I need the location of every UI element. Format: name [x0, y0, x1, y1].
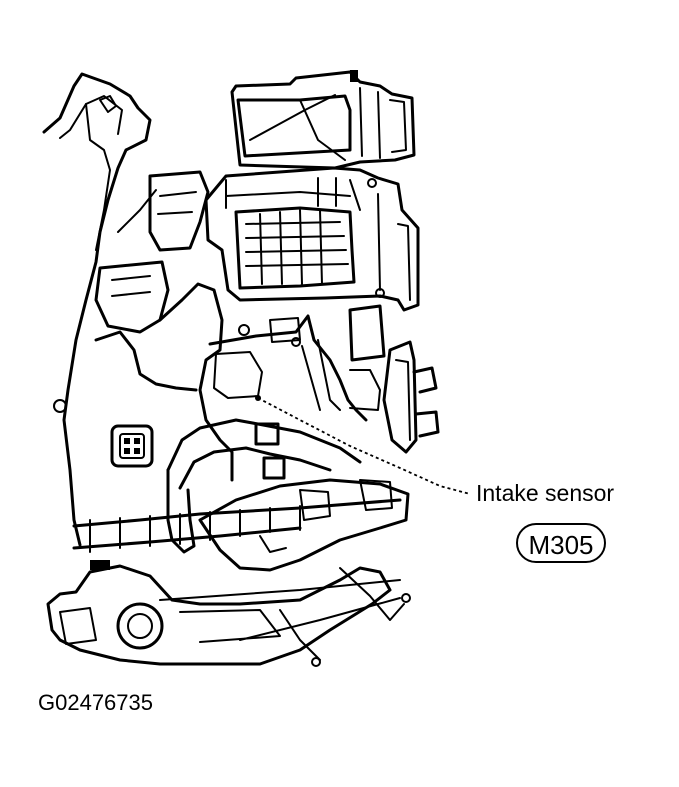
heater-core [348, 304, 440, 454]
evaporator-section [204, 166, 420, 312]
intake-sensor-label: Intake sensor [476, 480, 615, 506]
central-housing [94, 282, 368, 482]
callout-leader [255, 395, 471, 495]
lower-housing [72, 478, 410, 572]
base-and-actuator [46, 560, 411, 667]
connector-left [53, 399, 154, 468]
part-code-badge: M305 [516, 523, 606, 563]
left-duct [42, 72, 210, 547]
blower-housing [230, 70, 416, 170]
figure-id: G02476735 [38, 690, 153, 715]
hose [166, 418, 362, 554]
